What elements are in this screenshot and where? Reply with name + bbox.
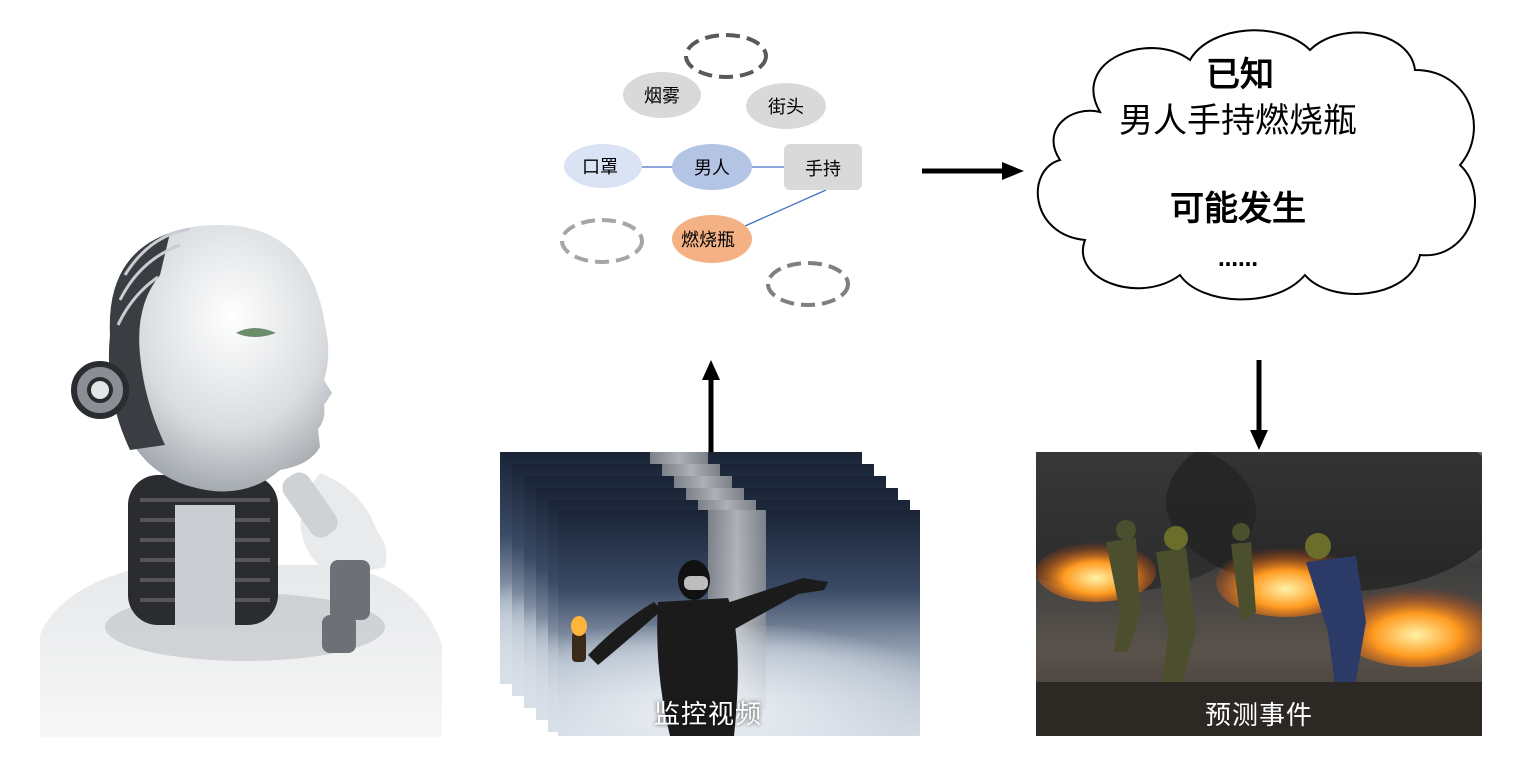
cloud-ellipsis: …… xyxy=(1218,247,1258,271)
cloud-shape xyxy=(1036,29,1476,301)
cloud-heading: 已知 xyxy=(1206,55,1274,95)
node-mask: 口罩 xyxy=(564,144,642,188)
unknown-node-left xyxy=(560,218,644,264)
surveillance-video-stack: 监控视频 xyxy=(500,452,922,738)
node-smoke-label: 烟雾 xyxy=(644,86,680,107)
node-molotov-label: 燃烧瓶 xyxy=(681,230,735,251)
cloud-possible: 可能发生 xyxy=(1170,189,1306,229)
edge-holding-molotov xyxy=(735,189,827,231)
cloud-known-fact: 男人手持燃烧瓶 xyxy=(1119,101,1357,141)
node-mask-label: 口罩 xyxy=(582,157,618,178)
arrow-graph-to-cloud xyxy=(922,162,1024,180)
protester-figure xyxy=(571,560,828,736)
arrow-video-to-graph xyxy=(702,360,720,452)
riot-scene: 预测事件 xyxy=(1036,452,1482,736)
knowledge-cloud: 已知 男人手持燃烧瓶 可能发生 …… xyxy=(1036,29,1476,301)
video-frame-front: 监控视频 xyxy=(558,510,920,736)
node-smoke: 烟雾 xyxy=(623,72,701,118)
node-street-label: 街头 xyxy=(768,97,804,118)
node-man: 男人 xyxy=(672,144,752,190)
unknown-node-right xyxy=(766,261,850,307)
predicted-event-image: 预测事件 xyxy=(1036,452,1482,736)
arrow-cloud-to-event xyxy=(1250,360,1268,450)
concept-graph: 烟雾 街头 口罩 男人 手持 燃烧瓶 xyxy=(560,33,862,307)
event-caption: 预测事件 xyxy=(1205,701,1313,731)
node-man-label: 男人 xyxy=(694,158,730,179)
node-molotov: 燃烧瓶 xyxy=(672,215,752,263)
unknown-node-top xyxy=(684,33,768,79)
node-holding-label: 手持 xyxy=(805,159,841,180)
node-street: 街头 xyxy=(746,83,826,129)
node-holding: 手持 xyxy=(784,144,862,190)
video-caption: 监控视频 xyxy=(654,700,763,730)
robot-thinker-image xyxy=(40,215,442,737)
